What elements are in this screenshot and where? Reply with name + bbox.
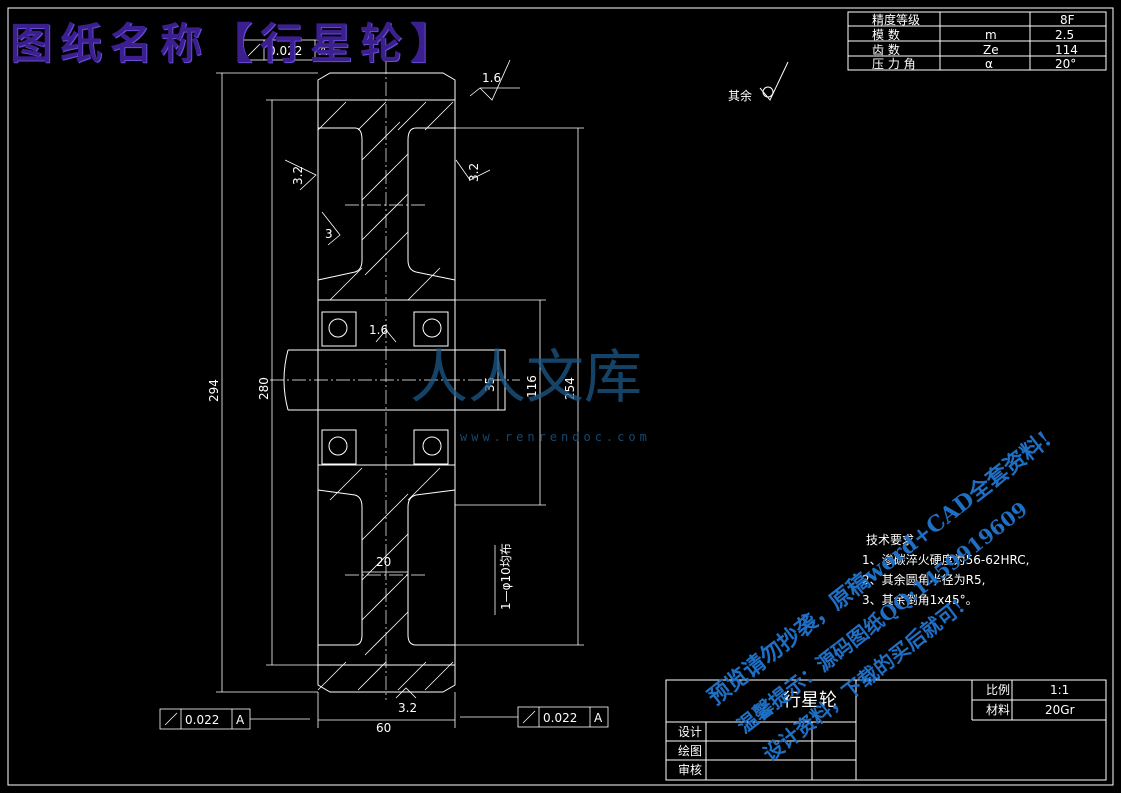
tech-heading: 技术要求 bbox=[866, 533, 914, 547]
center-lines bbox=[270, 60, 520, 700]
section-hatching bbox=[317, 101, 454, 691]
roughness-3-2: 3.2 bbox=[398, 701, 417, 715]
param-symbol: α bbox=[985, 57, 993, 71]
dim-20: 20 bbox=[376, 555, 391, 569]
part-name: 行星轮 bbox=[783, 690, 837, 711]
draw-label: 绘图 bbox=[678, 743, 702, 758]
dim-60: 60 bbox=[376, 721, 391, 735]
rest-roughness-symbol bbox=[759, 61, 789, 101]
drawing-title: 图纸名称【行星轮】 bbox=[10, 19, 461, 68]
tolerance-frame-top bbox=[242, 39, 340, 61]
param-symbol: Ze bbox=[983, 43, 999, 57]
tolerance-datum: A bbox=[594, 711, 603, 725]
param-symbol: m bbox=[985, 28, 997, 42]
dim-294: 294 bbox=[207, 379, 221, 402]
roughness-1-6: 1.6 bbox=[369, 323, 388, 337]
parameter-table bbox=[847, 11, 1107, 71]
roughness-3-2: 3.2 bbox=[291, 166, 305, 185]
watermark-url: www.renrendoc.com bbox=[460, 430, 651, 444]
dimension-labels: 294 280 35 116 254 20 60 1—φ10均布 bbox=[207, 375, 577, 735]
dim-280: 280 bbox=[257, 377, 271, 400]
tech-item: 1、渗碳淬火硬度为56-62HRC, bbox=[862, 552, 1029, 567]
dim-116: 116 bbox=[525, 375, 539, 398]
param-label: 压 力 角 bbox=[872, 57, 916, 71]
dim-254: 254 bbox=[563, 377, 577, 400]
tolerance-value: 0.022 bbox=[185, 713, 219, 727]
tolerance-value: 0.022 bbox=[268, 44, 302, 58]
scale-value: 1:1 bbox=[1050, 683, 1069, 697]
tolerance-datum: A bbox=[319, 44, 328, 58]
roughness-3: 3 bbox=[325, 227, 333, 241]
param-value: 114 bbox=[1055, 43, 1078, 57]
review-label: 审核 bbox=[678, 762, 702, 777]
param-value: 2.5 bbox=[1055, 28, 1074, 42]
tech-item: 2、其余圆角半径为R5, bbox=[862, 572, 985, 587]
param-label: 齿 数 bbox=[872, 42, 900, 57]
tolerance-datum: A bbox=[236, 713, 245, 727]
parameter-rows: 精度等级 8F 模 数 m 2.5 齿 数 Ze 114 压 力 角 α 20° bbox=[872, 12, 1078, 71]
dim-35: 35 bbox=[483, 377, 497, 392]
roughness-1-6: 1.6 bbox=[482, 71, 501, 85]
tolerance-frame-right bbox=[460, 706, 609, 728]
tolerance-frame-left bbox=[159, 708, 310, 730]
roughness-symbols bbox=[284, 59, 520, 699]
design-label: 设计 bbox=[678, 725, 702, 739]
drawing-border bbox=[7, 7, 1114, 786]
tolerance-value: 0.022 bbox=[543, 711, 577, 725]
rest-roughness-label: 其余 bbox=[728, 88, 752, 103]
material-label: 材料 bbox=[986, 703, 1010, 717]
tech-item: 3、其余倒角1x45°。 bbox=[862, 592, 978, 607]
scale-label: 比例 bbox=[986, 683, 1010, 697]
roughness-3-2: 3.2 bbox=[467, 163, 481, 182]
param-label: 精度等级 bbox=[872, 12, 920, 27]
dimension-lines bbox=[216, 72, 584, 728]
gear-section bbox=[283, 72, 506, 693]
watermark-logo: 人人文库 bbox=[410, 343, 643, 411]
title-block bbox=[665, 679, 1107, 781]
title-block-text: 行星轮 比例 1:1 材料 20Gr 设计 绘图 审核 bbox=[678, 683, 1075, 777]
material-value: 20Gr bbox=[1045, 703, 1075, 717]
tech-requirements: 技术要求 1、渗碳淬火硬度为56-62HRC, 2、其余圆角半径为R5, 3、其… bbox=[862, 533, 1029, 607]
dim-holes: 1—φ10均布 bbox=[499, 543, 513, 610]
roughness-labels: 1.6 1.6 3.2 3.2 3.2 3 bbox=[291, 71, 501, 715]
param-value: 20° bbox=[1055, 57, 1076, 71]
param-value: 8F bbox=[1060, 13, 1075, 27]
param-label: 模 数 bbox=[872, 27, 900, 42]
